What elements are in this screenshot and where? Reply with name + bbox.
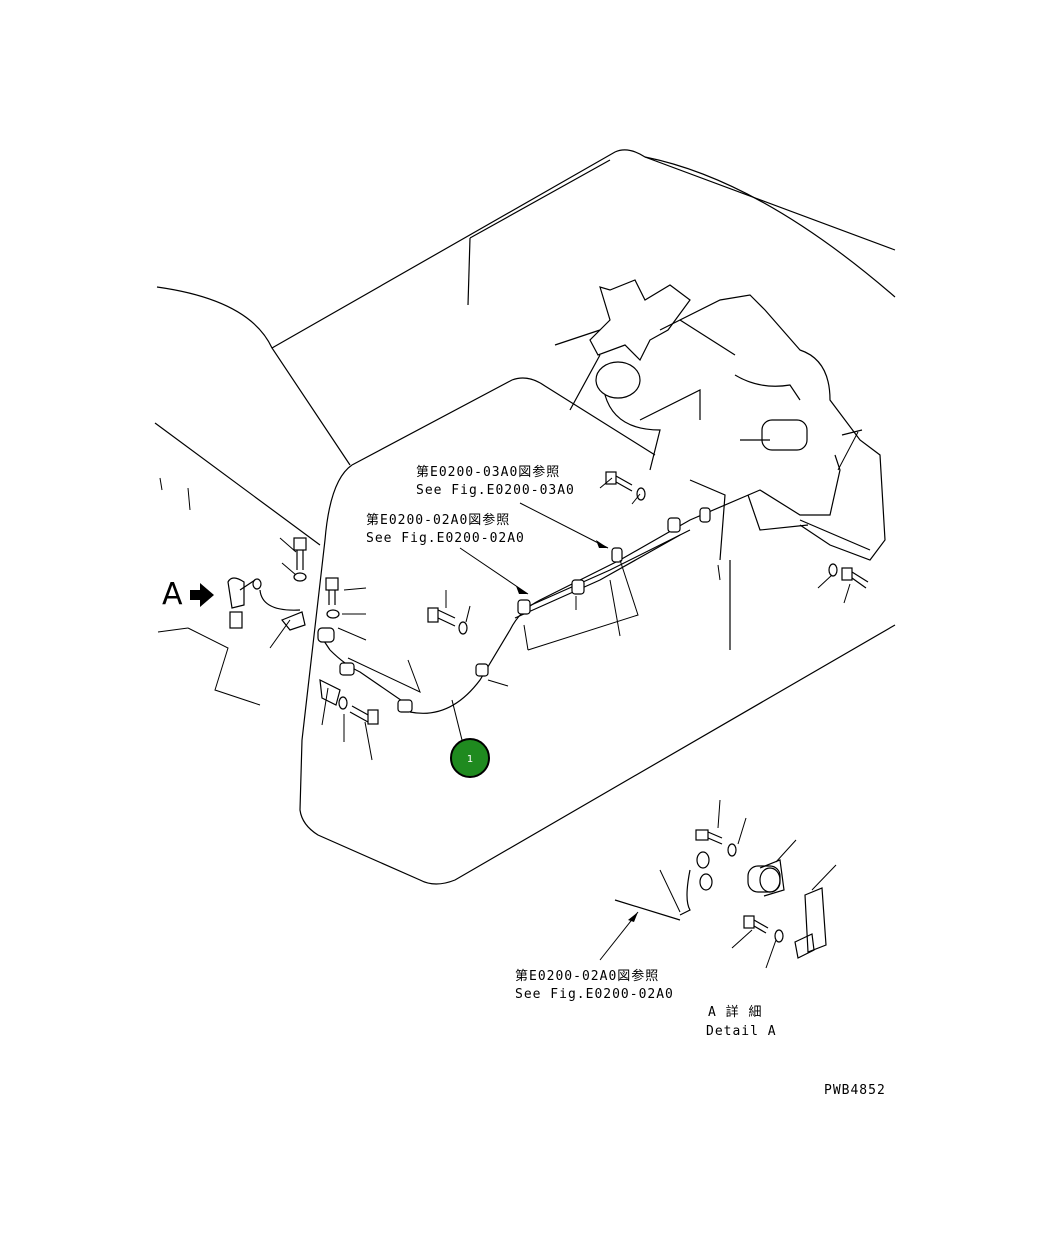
callout-lower: 第E0200-02A0図参照 See Fig.E0200-02A0	[515, 968, 674, 1002]
upper-ref-en: See Fig.E0200-03A0	[416, 483, 575, 498]
part-1-badge[interactable]: 1	[450, 738, 490, 778]
engine-assembly	[554, 279, 886, 650]
callout-middle: 第E0200-02A0図参照 See Fig.E0200-02A0	[366, 512, 525, 546]
lower-ref-ja: 第E0200-02A0図参照	[515, 968, 659, 984]
leader-lines	[157, 431, 859, 761]
view-arrow-icon	[190, 583, 214, 607]
hardware-parts	[227, 471, 869, 725]
lower-ref-en: See Fig.E0200-02A0	[515, 987, 674, 1002]
reference-arrows	[459, 502, 639, 961]
harness-route	[239, 454, 841, 714]
view-a-marker: A	[162, 577, 214, 612]
middle-ref-ja: 第E0200-02A0図参照	[366, 512, 510, 528]
part-badge-circle[interactable]	[450, 738, 490, 778]
callout-upper: 第E0200-03A0図参照 See Fig.E0200-03A0	[416, 464, 575, 498]
view-letter-a: A	[162, 577, 183, 612]
machine-outline	[154, 149, 896, 921]
upper-ref-ja: 第E0200-03A0図参照	[416, 464, 560, 480]
detail-a-drawing	[659, 799, 837, 969]
detail-title-en: Detail A	[706, 1024, 777, 1039]
detail-title-ja: A 詳 細	[708, 1004, 762, 1020]
drawing-id: PWB4852	[824, 1083, 886, 1098]
detail-a-caption: A 詳 細 Detail A	[706, 1004, 777, 1039]
middle-ref-en: See Fig.E0200-02A0	[366, 531, 525, 546]
part-badge-number[interactable]: 1	[467, 754, 473, 765]
